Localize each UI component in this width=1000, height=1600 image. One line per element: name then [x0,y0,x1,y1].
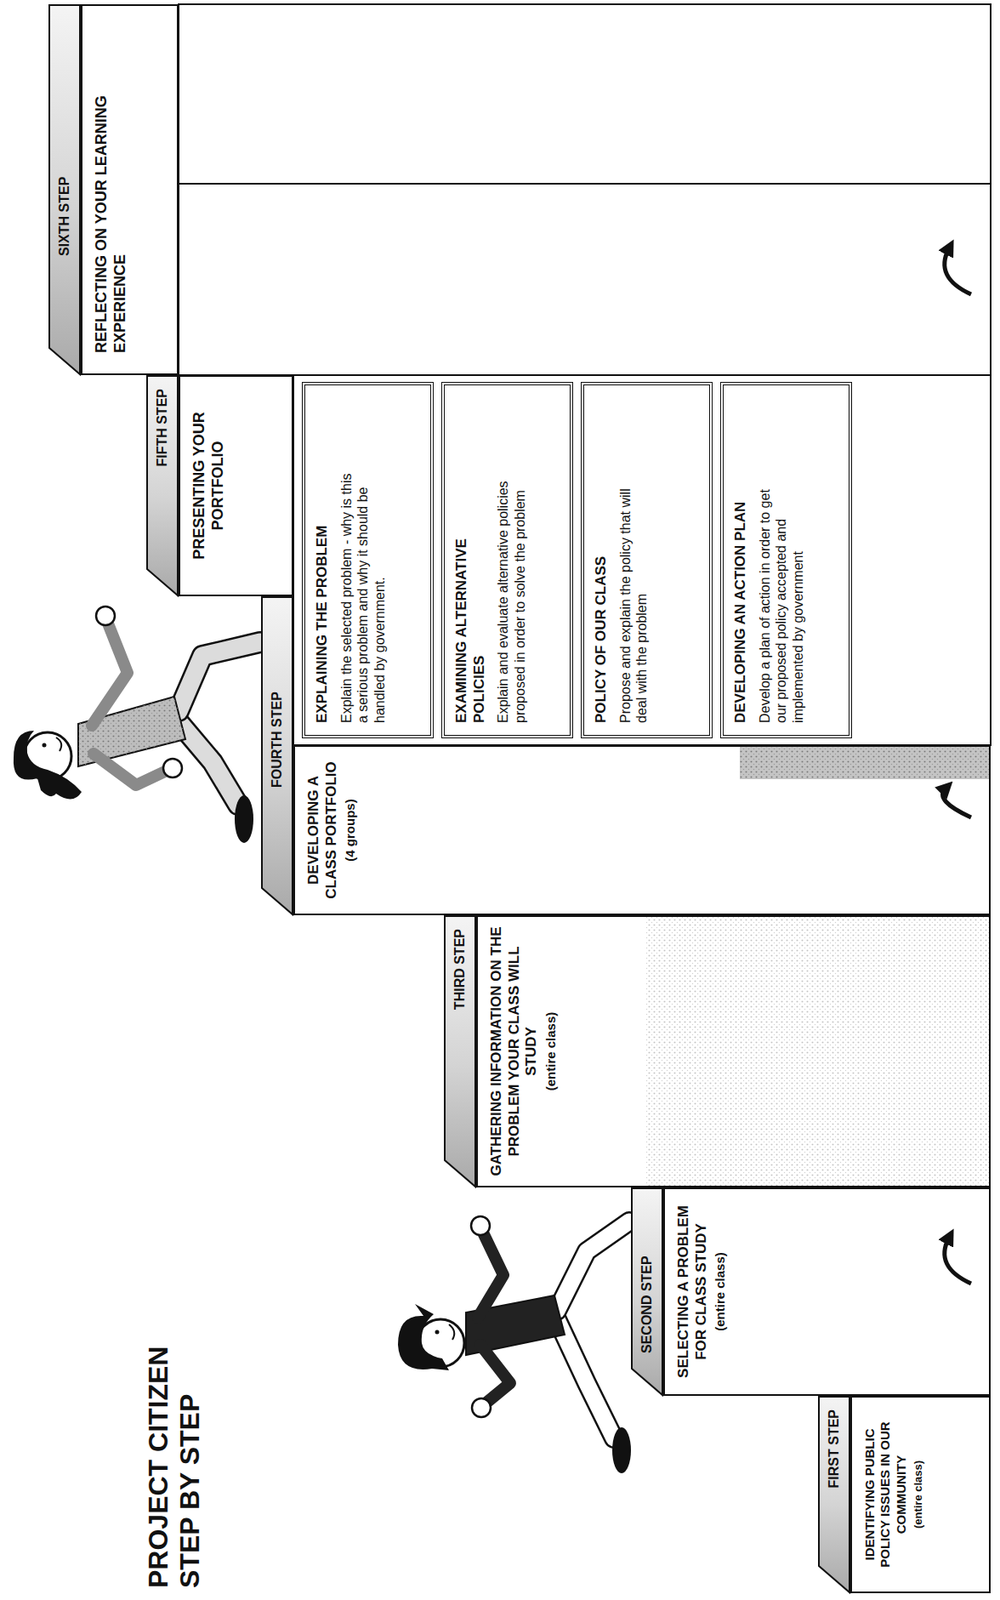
leg [178,642,261,711]
task-box: DEVELOPING AN ACTION PLAN Develop a plan … [720,381,853,739]
curved-arrow [943,788,972,818]
box-text: Explain the selected problem - why is th… [338,467,389,723]
step-face: SELECTING A PROBLEM FOR CLASS STUDY(enti… [663,1187,991,1396]
step-label: FIRST STEP [825,1409,843,1488]
task-box: EXPLAINING THE PROBLEM Explain the select… [301,381,434,739]
arm [477,1232,504,1318]
fist [471,1215,490,1235]
hair [397,1303,449,1370]
box-text: Develop a plan of action in order to get… [756,467,807,723]
box-heading: POLICY OF OUR CLASS [592,467,611,723]
task-box: POLICY OF OUR CLASS Propose and explain t… [580,381,713,739]
step-title: SELECTING A PROBLEM FOR CLASS STUDY [675,1197,711,1386]
step-note: (entire class) [712,1197,728,1386]
leg [180,723,239,805]
leg [178,642,261,711]
climber-figure [13,606,286,843]
step-face: PRESENTING YOUR PORTFOLIO [178,375,294,597]
step-face: IDENTIFYING PUBLIC POLICY ISSUES IN OUR … [850,1395,991,1593]
step-title: IDENTIFYING PUBLIC POLICY ISSUES IN OUR … [862,1405,910,1583]
step-face: REFLECTING ON YOUR LEARNING EXPERIENCE [80,4,179,375]
dark-shading [739,746,989,779]
tread-outline [49,5,80,375]
tread-outline [818,1396,850,1592]
step-tread: FIFTH STEP [146,375,179,597]
leg [556,1221,630,1311]
step-note: (4 groups) [342,755,358,905]
step-tread: THIRD STEP [443,914,477,1188]
tread-outline [444,915,476,1187]
step-face: GATHERING INFORMATION ON THE PROBLEM YOU… [476,914,991,1188]
box-heading: DEVELOPING AN ACTION PLAN [732,467,750,723]
step-label: FIFTH STEP [153,388,171,467]
mouth [56,737,62,751]
step-title: REFLECTING ON YOUR LEARNING EXPERIENCE [92,72,131,353]
hair [13,730,82,800]
curved-arrow [944,1237,972,1284]
arm [93,753,167,785]
climber-figure [397,1187,652,1473]
shoe [234,795,254,843]
step-title: PRESENTING YOUR PORTFOLIO [190,385,228,586]
step-tread: FOURTH STEP [261,596,294,915]
box-text: Propose and explain the policy that will… [617,467,651,723]
wall-edge [178,182,991,185]
step-label: SIXTH STEP [56,176,74,256]
step-label: SECOND STEP [638,1255,656,1353]
arm [91,623,128,726]
end-wall [178,4,991,375]
step-note: (entire class) [911,1405,926,1583]
leg [180,723,239,805]
arm [480,1344,511,1403]
leg [556,1318,614,1438]
shoe [612,1426,631,1473]
stipple-shading [646,916,989,1186]
box-heading: EXPLAINING THE PROBLEM [313,467,332,723]
leg [556,1221,630,1311]
step-label: THIRD STEP [451,928,469,1010]
eye [42,743,47,748]
step-note: (entire class) [543,925,559,1177]
step-tread: FIRST STEP [818,1395,851,1593]
diagram-title: PROJECT CITIZEN STEP BY STEP [142,1306,206,1588]
step-title: GATHERING INFORMATION ON THE PROBLEM YOU… [488,925,541,1177]
box-text: Explain and evaluate alternative policie… [494,467,529,723]
fist [163,758,182,778]
dark-shading [739,746,989,779]
tread-outline [147,375,178,596]
step-tread: SECOND STEP [630,1187,664,1396]
step-face: DEVELOPING A CLASS PORTFOLIO(4 groups) [293,744,991,915]
box-heading: EXAMINING ALTERNATIVE POLICIES [453,467,489,723]
step-tread: SIXTH STEP [48,4,81,375]
tread-outline [631,1187,663,1395]
tread-outline [261,596,293,915]
leg [556,1318,614,1438]
portfolio-panel [293,375,991,745]
mouth [448,1323,455,1340]
eye [435,1329,440,1335]
curved-arrow [944,248,972,295]
task-box: EXAMINING ALTERNATIVE POLICIESExplain an… [441,381,574,739]
step-title: DEVELOPING A CLASS PORTFOLIO [305,755,341,905]
fist [96,606,115,625]
fist [471,1397,491,1417]
step-label: FOURTH STEP [268,691,286,788]
